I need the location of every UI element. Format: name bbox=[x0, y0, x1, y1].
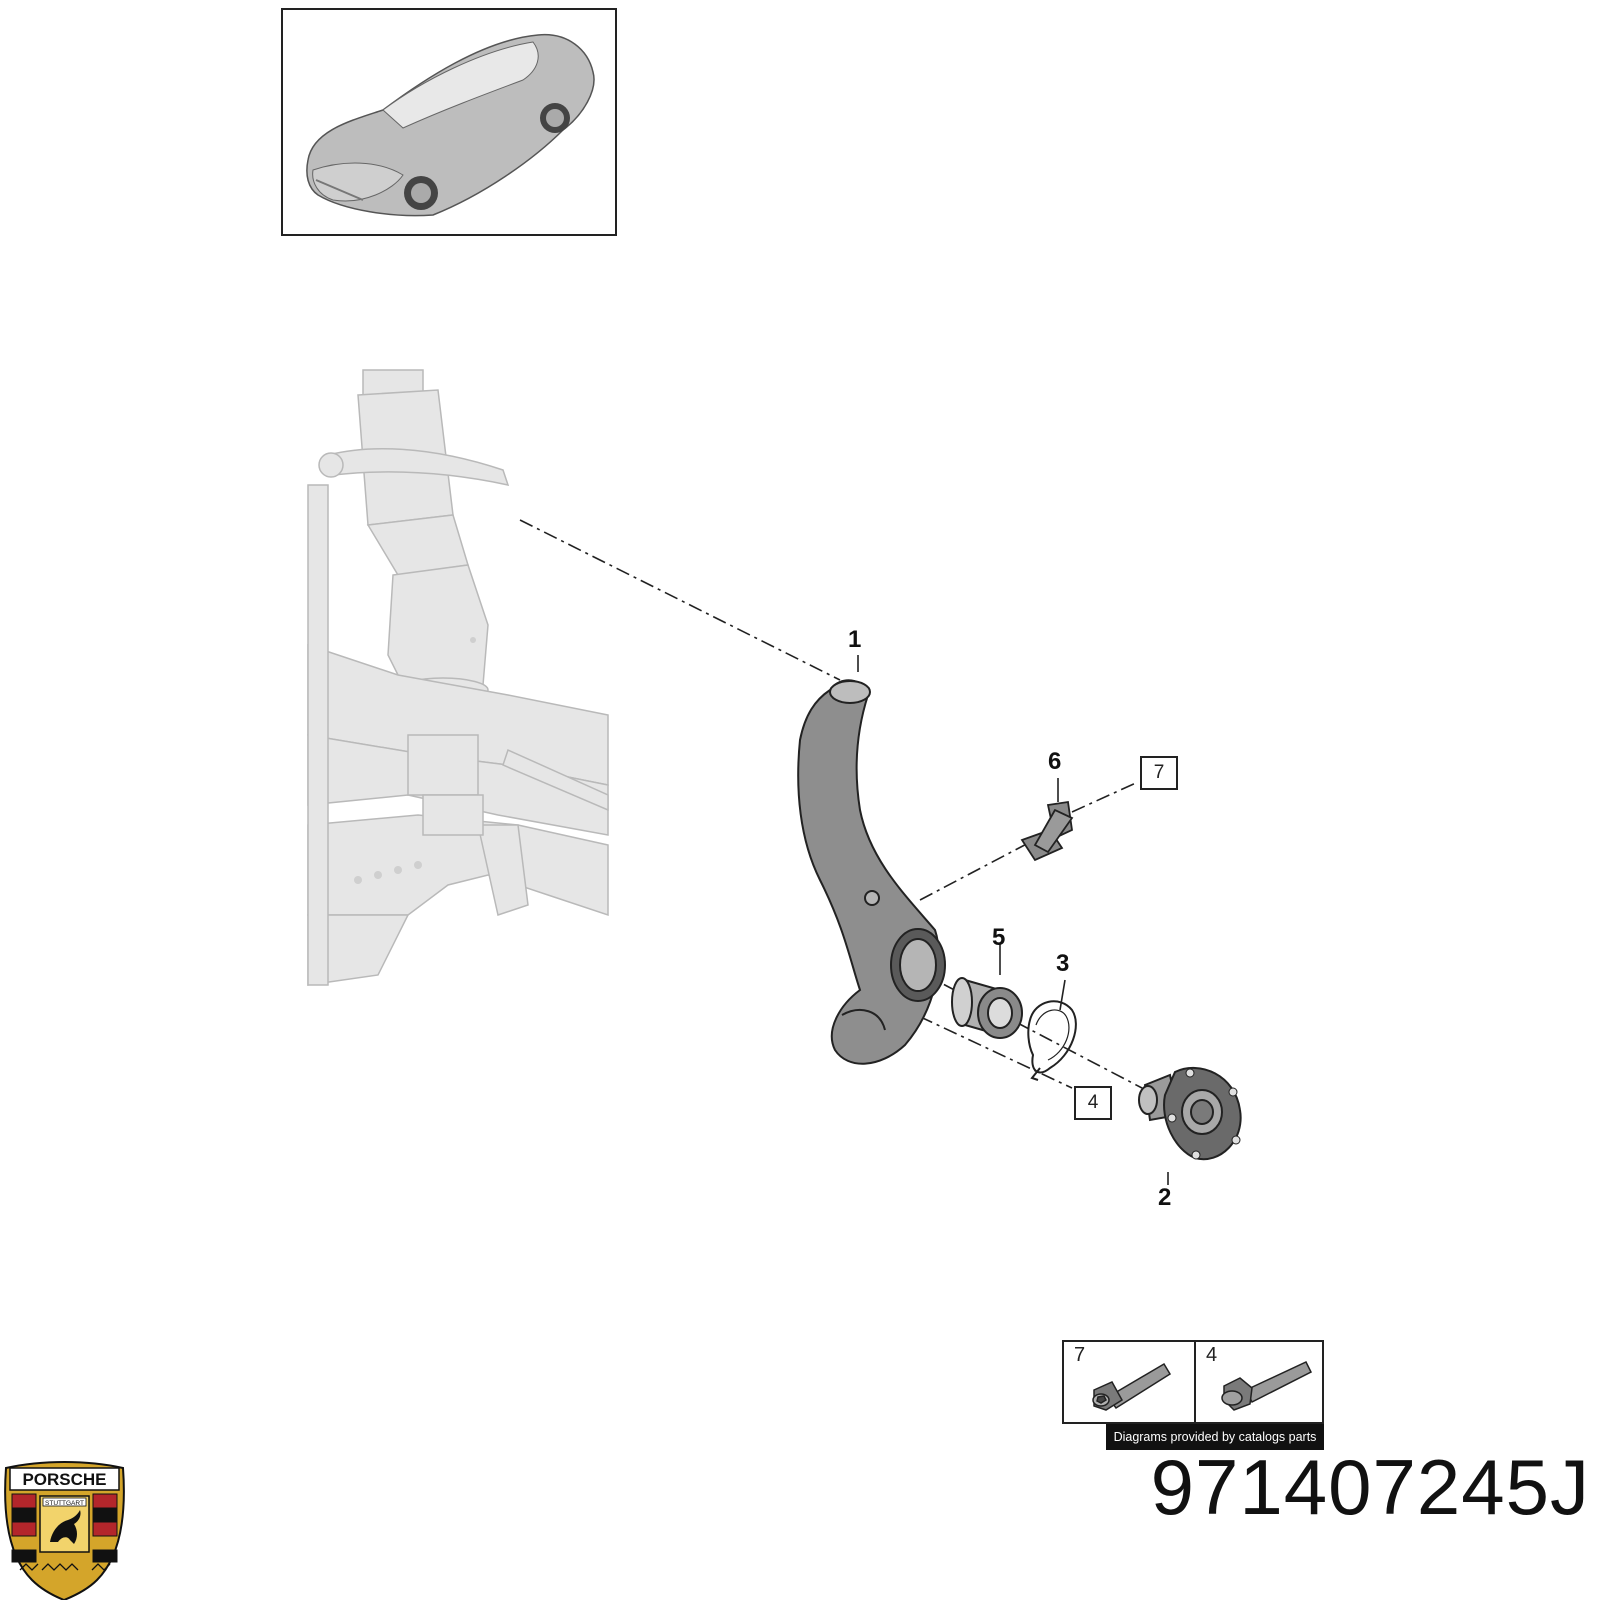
box-ref-4: 4 bbox=[1074, 1086, 1112, 1120]
vehicle-thumbnail-frame bbox=[281, 8, 617, 236]
leader-line-hub bbox=[919, 971, 1143, 1089]
part-number: 971407245J bbox=[1150, 1443, 1590, 1531]
wheel-hub-part bbox=[1138, 1067, 1242, 1161]
legend-cell-4: 4 bbox=[1196, 1342, 1324, 1422]
legend-number-4: 4 bbox=[1206, 1344, 1218, 1366]
callout-3: 3 bbox=[1056, 950, 1070, 977]
leader-line-sensor bbox=[919, 837, 1039, 901]
diagram-credit-footer: Diagrams provided by catalogs parts bbox=[1106, 1424, 1324, 1450]
leader-line-ref-7 bbox=[1071, 781, 1139, 813]
callout-5: 5 bbox=[992, 924, 1006, 951]
backing-plate-part bbox=[1027, 1000, 1077, 1081]
box-ref-7: 7 bbox=[1140, 756, 1178, 790]
ghost-suspension-assembly bbox=[307, 369, 609, 986]
legend-cell-7: 7 bbox=[1064, 1342, 1196, 1422]
wheel-speed-sensor-part bbox=[1020, 800, 1074, 862]
logo-city: STUTTGART bbox=[45, 1500, 84, 1507]
callout-6: 6 bbox=[1048, 748, 1062, 775]
hex-flange-bolt-icon bbox=[1221, 1361, 1313, 1411]
prancing-horse-icon bbox=[50, 1510, 81, 1544]
callout-1: 1 bbox=[848, 626, 862, 653]
legend-number-7: 7 bbox=[1074, 1344, 1086, 1366]
porsche-crest-logo: PORSCHE STUTTGART bbox=[4, 1461, 125, 1600]
callout-2: 2 bbox=[1158, 1184, 1172, 1211]
leader-line-knuckle bbox=[519, 519, 841, 681]
car-thumbnail-icon bbox=[306, 34, 595, 217]
wheel-bearing-part bbox=[951, 977, 1023, 1039]
socket-head-bolt-icon bbox=[1092, 1362, 1172, 1411]
logo-wordmark: PORSCHE bbox=[22, 1470, 106, 1489]
steering-knuckle-part bbox=[797, 679, 946, 1065]
leader-line-ref-4 bbox=[894, 1004, 1073, 1089]
fastener-legend: 7 4 bbox=[1062, 1340, 1324, 1424]
